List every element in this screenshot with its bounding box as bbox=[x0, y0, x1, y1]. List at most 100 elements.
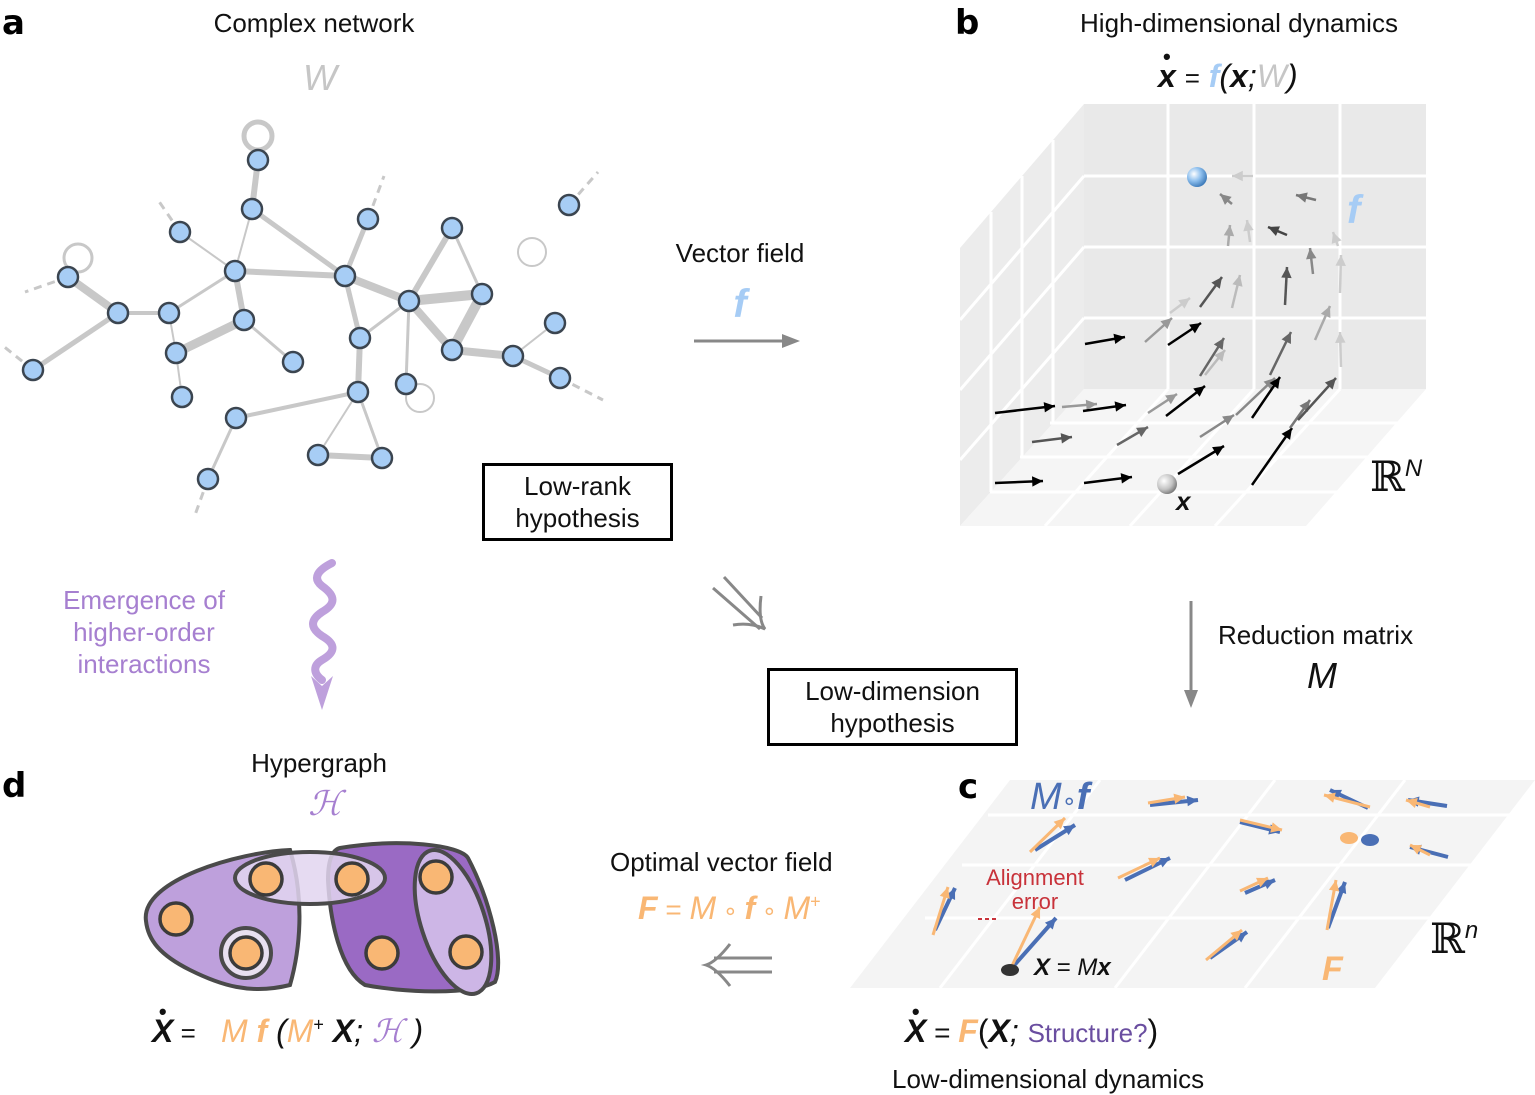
M-symbol: M bbox=[1077, 954, 1098, 981]
network-edge bbox=[174, 315, 246, 358]
low-dim-dynamics-caption: Low-dimensional dynamics bbox=[892, 1064, 1205, 1094]
network-node bbox=[348, 326, 372, 350]
network-node bbox=[440, 216, 464, 240]
hypergraph-equation: X = M f (M+ X; ℋ ) bbox=[152, 1015, 423, 1047]
grid-lines bbox=[958, 104, 1426, 528]
M-symbol: M bbox=[220, 1013, 248, 1049]
vector-arrow-head bbox=[1232, 275, 1243, 287]
plane-grid bbox=[925, 779, 1510, 989]
low-rank-line1: Low-rank bbox=[524, 471, 631, 501]
F-arrow-head bbox=[1173, 793, 1185, 804]
vector-field-arrows bbox=[994, 170, 1346, 487]
semicolon: ; bbox=[1247, 58, 1257, 94]
equals: = bbox=[657, 894, 690, 925]
network-nodes bbox=[21, 148, 581, 491]
F-label: F bbox=[1322, 950, 1343, 988]
vector-arrow-head bbox=[1136, 427, 1148, 437]
space-exp-n: n bbox=[1464, 917, 1479, 944]
double-arrow-down-right bbox=[712, 575, 767, 631]
panel-letter-a: a bbox=[2, 3, 25, 43]
vector-arrow-head bbox=[1281, 267, 1292, 279]
network-node bbox=[232, 308, 256, 332]
network-node bbox=[224, 406, 248, 430]
vector-arrow-head bbox=[1281, 428, 1292, 440]
network-node bbox=[168, 220, 192, 244]
equals: = bbox=[1056, 954, 1078, 981]
x-symbol: x bbox=[1097, 954, 1111, 981]
attractor-sphere bbox=[1187, 167, 1207, 187]
network-edge bbox=[31, 310, 120, 373]
F-arrow-head bbox=[1324, 792, 1336, 803]
high-dim-equation: x = f(x;W) bbox=[1158, 60, 1298, 92]
hg-node bbox=[364, 935, 400, 971]
structure-text: Structure? bbox=[1027, 1018, 1148, 1048]
vector-field-title: Vector field bbox=[675, 238, 805, 268]
vector-field-symbol: f bbox=[733, 282, 747, 326]
hg-node bbox=[448, 934, 484, 970]
Mf-arrow bbox=[1008, 916, 1058, 972]
arrow-head-icon bbox=[782, 334, 800, 348]
state-sphere bbox=[1157, 474, 1177, 494]
compose-2: ∘ bbox=[755, 898, 784, 925]
panel-d-title: Hypergraph bbox=[251, 748, 387, 778]
vector-arrow-head bbox=[1114, 401, 1126, 412]
network-node bbox=[281, 350, 305, 374]
F-arrow bbox=[1008, 906, 1042, 971]
vector-arrow-head bbox=[1222, 415, 1234, 426]
vector-arrow-head bbox=[1043, 402, 1055, 413]
emergence-text: Emergence of higher-order interactions bbox=[48, 584, 240, 680]
panel-a-title: Complex network bbox=[213, 8, 415, 38]
space-RN-label: ℝN bbox=[1370, 452, 1422, 501]
network-edge bbox=[235, 390, 359, 420]
paren-open: ( bbox=[276, 1013, 287, 1049]
vector-arrow-head bbox=[1232, 170, 1243, 182]
F-arrow-head bbox=[1410, 845, 1422, 855]
vector-arrow-head bbox=[1268, 226, 1280, 237]
Mf-arrow-head bbox=[1063, 825, 1075, 836]
network-node bbox=[164, 341, 188, 365]
emergence-line2: higher-order bbox=[73, 617, 215, 647]
network-node bbox=[397, 289, 421, 313]
vector-arrow-head bbox=[1223, 225, 1235, 237]
vector-arrow-head bbox=[1189, 323, 1201, 334]
network-node bbox=[370, 446, 394, 470]
vector-arrow bbox=[1250, 427, 1294, 486]
alignment-line2: error bbox=[1011, 889, 1059, 914]
vector-arrow-head bbox=[1120, 473, 1132, 484]
network-node bbox=[557, 193, 581, 217]
box-x-label: x bbox=[1176, 486, 1191, 516]
x-symbol: x bbox=[1230, 58, 1248, 94]
vector-arrow-head bbox=[1211, 277, 1222, 289]
network-edge bbox=[343, 272, 411, 305]
F-arrow-head bbox=[1270, 822, 1282, 833]
F-symbol: F bbox=[958, 1013, 978, 1049]
wavy-line bbox=[309, 559, 337, 684]
paren-close: ) bbox=[1147, 1013, 1159, 1049]
space-exp-N: N bbox=[1404, 455, 1423, 482]
compose: ∘ bbox=[1061, 788, 1077, 815]
vector-arrow-head bbox=[1281, 332, 1291, 344]
F-arrow-head bbox=[939, 887, 950, 899]
panel-letter-d: d bbox=[2, 766, 27, 806]
F-arrow-head bbox=[1053, 818, 1065, 830]
F-arrow-head bbox=[1256, 877, 1268, 888]
vector-arrow-head bbox=[1331, 232, 1342, 244]
box-f-label: f bbox=[1347, 188, 1361, 232]
f-symbol: f bbox=[744, 890, 756, 926]
network-edge bbox=[317, 391, 359, 456]
network-node bbox=[170, 385, 194, 409]
Mf-arrow-head bbox=[1044, 918, 1056, 930]
M-symbol: M bbox=[1030, 776, 1062, 818]
hypergraph-nodes bbox=[158, 859, 484, 971]
Mf-arrow-head bbox=[1330, 789, 1342, 800]
arrow-down-icon bbox=[1184, 690, 1198, 708]
low-rank-line2: hypothesis bbox=[515, 503, 640, 533]
panel-letter-c: c bbox=[958, 767, 979, 807]
M-symbol: M bbox=[689, 890, 717, 926]
network-node bbox=[470, 282, 494, 306]
state-point bbox=[1001, 964, 1019, 976]
